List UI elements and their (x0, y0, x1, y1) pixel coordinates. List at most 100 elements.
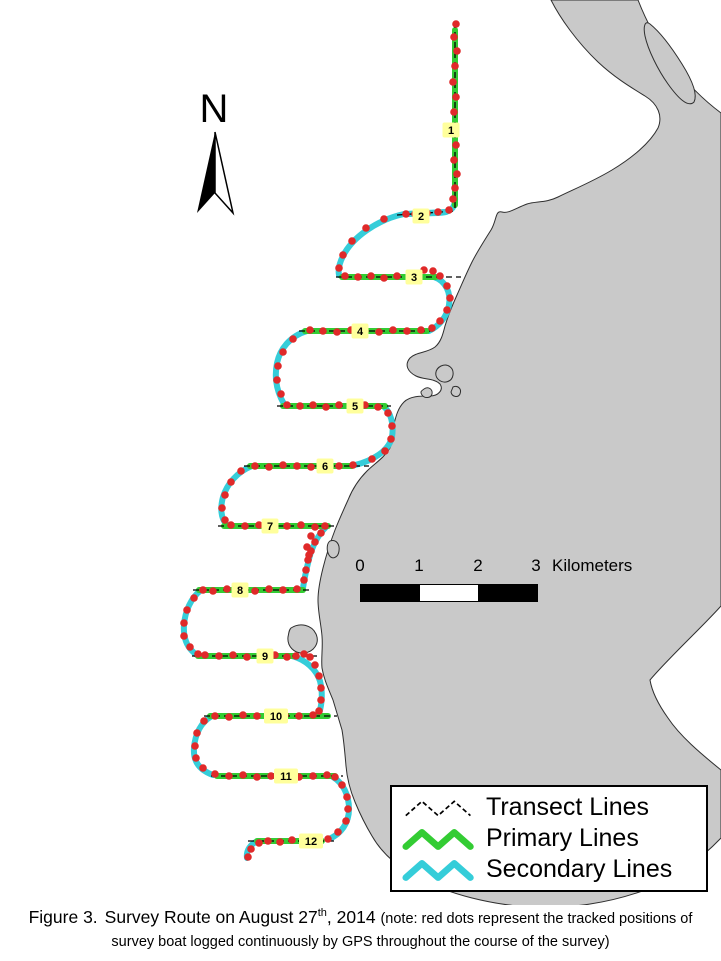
gps-dot (452, 141, 460, 149)
transect-number: 10 (270, 711, 282, 723)
gps-dot (265, 585, 273, 593)
legend-item-secondary-lines: Secondary Lines (402, 854, 696, 885)
north-arrow: N (197, 87, 235, 216)
gps-dot (305, 551, 313, 559)
gps-dot (451, 184, 459, 192)
transect-number: 3 (411, 272, 417, 284)
transect-line-icon (405, 799, 471, 817)
legend-label-secondary: Secondary Lines (486, 855, 673, 883)
gps-dot (450, 156, 458, 164)
gps-dot (367, 272, 375, 280)
gps-dot (288, 836, 296, 844)
gps-dot (333, 328, 341, 336)
gps-dot (186, 643, 194, 651)
legend-label-primary: Primary Lines (486, 824, 639, 852)
gps-dot (300, 576, 308, 584)
scale-tick-0: 0 (355, 556, 365, 575)
secondary-line-icon (402, 859, 474, 881)
gps-dot (331, 773, 339, 781)
gps-dot (452, 20, 460, 28)
gps-dot (309, 772, 317, 780)
caption-note: (note: red dots represent the tracked po… (111, 911, 693, 951)
transect-number: 6 (322, 461, 328, 473)
gps-dot (311, 523, 319, 531)
scale-tick-1: 1 (414, 556, 424, 575)
island (435, 364, 454, 383)
gps-dot (317, 696, 325, 704)
gps-dot (183, 606, 191, 614)
gps-dot (209, 587, 217, 595)
gps-dot (251, 462, 259, 470)
gps-dot (221, 491, 229, 499)
transect-number-badge (274, 768, 298, 784)
scale-segment-2-3 (479, 585, 537, 601)
gps-dot (315, 672, 323, 680)
gps-dot (199, 586, 207, 594)
gps-dot (255, 521, 263, 529)
scale-tick-labels: 0 1 2 3 Kilometers (352, 556, 652, 580)
transect-number: 5 (352, 401, 358, 413)
transect-number-badge (346, 398, 364, 414)
gps-dot (306, 326, 314, 334)
transect-number-badge (299, 833, 323, 849)
island (326, 540, 340, 559)
legend-label-transect: Transect Lines (486, 793, 650, 821)
gps-dot (251, 587, 259, 595)
gps-dot (239, 771, 247, 779)
gps-dot (297, 521, 305, 529)
gps-dot (334, 828, 342, 836)
gps-dot (375, 328, 383, 336)
gps-dot (237, 467, 245, 475)
gps-dot (449, 195, 457, 203)
gps-dot (283, 653, 291, 661)
gps-dot (429, 267, 437, 275)
island (643, 22, 696, 105)
gps-dot (417, 326, 425, 334)
gps-dot (201, 651, 209, 659)
transect-number: 11 (280, 771, 292, 783)
gps-dot (335, 264, 343, 272)
transect-number-badge (405, 269, 423, 285)
island (420, 387, 433, 398)
north-arrow-right-half (214, 131, 235, 216)
gps-dot (374, 403, 382, 411)
transect-number: 7 (267, 521, 273, 533)
gps-dot (388, 422, 396, 430)
gps-dot (193, 729, 201, 737)
gps-dot (267, 772, 275, 780)
transect-number-badge (261, 518, 279, 534)
scale-bar: 0 1 2 3 Kilometers (352, 556, 652, 602)
gps-dot (380, 215, 388, 223)
gps-dot (293, 462, 301, 470)
gps-dot (436, 317, 444, 325)
transect-number: 8 (237, 585, 243, 597)
transect-number: 9 (262, 651, 268, 663)
gps-dot (211, 712, 219, 720)
gps-dot (211, 770, 219, 778)
north-label: N (200, 87, 229, 131)
scale-segment-1-2 (419, 585, 479, 601)
gps-dot (180, 632, 188, 640)
secondary-line (289, 653, 325, 717)
gps-dot (436, 272, 444, 280)
gps-dot (451, 62, 459, 70)
island (450, 386, 461, 397)
gps-dot (276, 838, 284, 846)
gps-dot (341, 272, 349, 280)
transect-number-badge (351, 323, 369, 339)
gps-dot (243, 653, 251, 661)
gps-dot (322, 403, 330, 411)
secondary-line (335, 211, 407, 278)
north-arrow-left-half (197, 132, 215, 213)
gps-dot (255, 839, 263, 847)
gps-dot (239, 711, 247, 719)
gps-dot (229, 651, 237, 659)
scale-tick-3: 3 (531, 556, 541, 575)
gps-dot (335, 401, 343, 409)
transect-number-badge (256, 648, 274, 664)
gps-dot (452, 93, 460, 101)
gps-dot (292, 652, 300, 660)
transect-number: 2 (418, 211, 424, 223)
scale-unit-label: Kilometers (552, 556, 633, 575)
